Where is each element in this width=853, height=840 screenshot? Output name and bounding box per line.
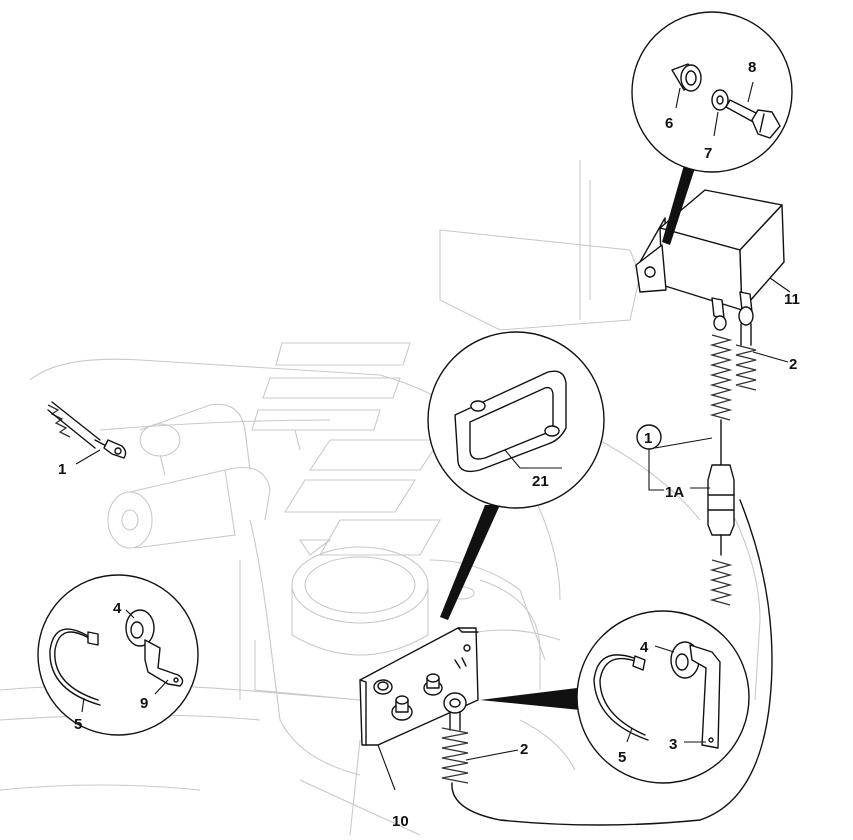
callout-4-right: 4 bbox=[640, 639, 649, 656]
battery-cable-part-2-bottom bbox=[441, 499, 773, 826]
washer-part-7 bbox=[711, 89, 729, 111]
terminal-plate-part-10 bbox=[359, 627, 479, 746]
hose-clamp-part-5-right bbox=[593, 654, 649, 741]
terminal-stud-right bbox=[423, 673, 443, 696]
leader-4-left bbox=[125, 609, 135, 619]
callout-3: 3 bbox=[669, 736, 677, 753]
leader-2-relay bbox=[752, 351, 789, 363]
callout-5-left: 5 bbox=[74, 716, 82, 733]
detail-circle-gasket bbox=[427, 331, 605, 620]
detail-circle-left-clip bbox=[37, 574, 199, 736]
callout-2-bottom: 2 bbox=[520, 741, 528, 758]
terminal-stud-left bbox=[373, 679, 393, 695]
leader-8 bbox=[747, 81, 754, 103]
callout-7: 7 bbox=[704, 145, 712, 162]
starter-lead-part-1 bbox=[47, 401, 127, 459]
leader-9 bbox=[154, 679, 169, 695]
bushing-part-4-left bbox=[125, 609, 155, 647]
leader-4-right bbox=[654, 645, 675, 653]
leader-5-left bbox=[81, 697, 85, 713]
leader-1-starter bbox=[75, 449, 101, 465]
leader-11 bbox=[769, 277, 791, 293]
relay-harness bbox=[707, 306, 757, 606]
spacer-part-6 bbox=[671, 63, 702, 92]
callout-10: 10 bbox=[392, 813, 409, 830]
leader-1-circle bbox=[654, 437, 713, 449]
callout-6: 6 bbox=[665, 115, 673, 132]
leader-5-right bbox=[626, 727, 633, 743]
leader-10 bbox=[377, 744, 396, 791]
leader-7 bbox=[713, 111, 719, 137]
bracket-part-9 bbox=[144, 639, 184, 687]
terminal-stud-center bbox=[391, 695, 413, 721]
callout-4-left: 4 bbox=[113, 600, 122, 617]
callout-1-circle: 1 bbox=[644, 430, 652, 447]
leader-6 bbox=[675, 87, 681, 109]
callout-11: 11 bbox=[784, 291, 800, 308]
callout-8: 8 bbox=[748, 59, 756, 76]
detail-circle-right-clip bbox=[480, 610, 750, 784]
bracket-part-3 bbox=[689, 644, 721, 749]
bolt-part-8 bbox=[725, 99, 781, 139]
callout-21: 21 bbox=[532, 473, 549, 490]
relay-part-11 bbox=[635, 189, 785, 319]
leader-2-bottom bbox=[465, 749, 519, 761]
starter-motor bbox=[107, 403, 301, 549]
callout-1a: 1A bbox=[665, 484, 684, 501]
callout-2-relay: 2 bbox=[789, 356, 797, 373]
detail-circle-hardware bbox=[631, 11, 793, 245]
leader-1a-bracket bbox=[648, 449, 664, 491]
hose-clamp-part-5-left bbox=[49, 628, 101, 706]
callout-1-starter: 1 bbox=[58, 461, 66, 478]
callout-9: 9 bbox=[140, 695, 148, 712]
callout-5-right: 5 bbox=[618, 749, 626, 766]
